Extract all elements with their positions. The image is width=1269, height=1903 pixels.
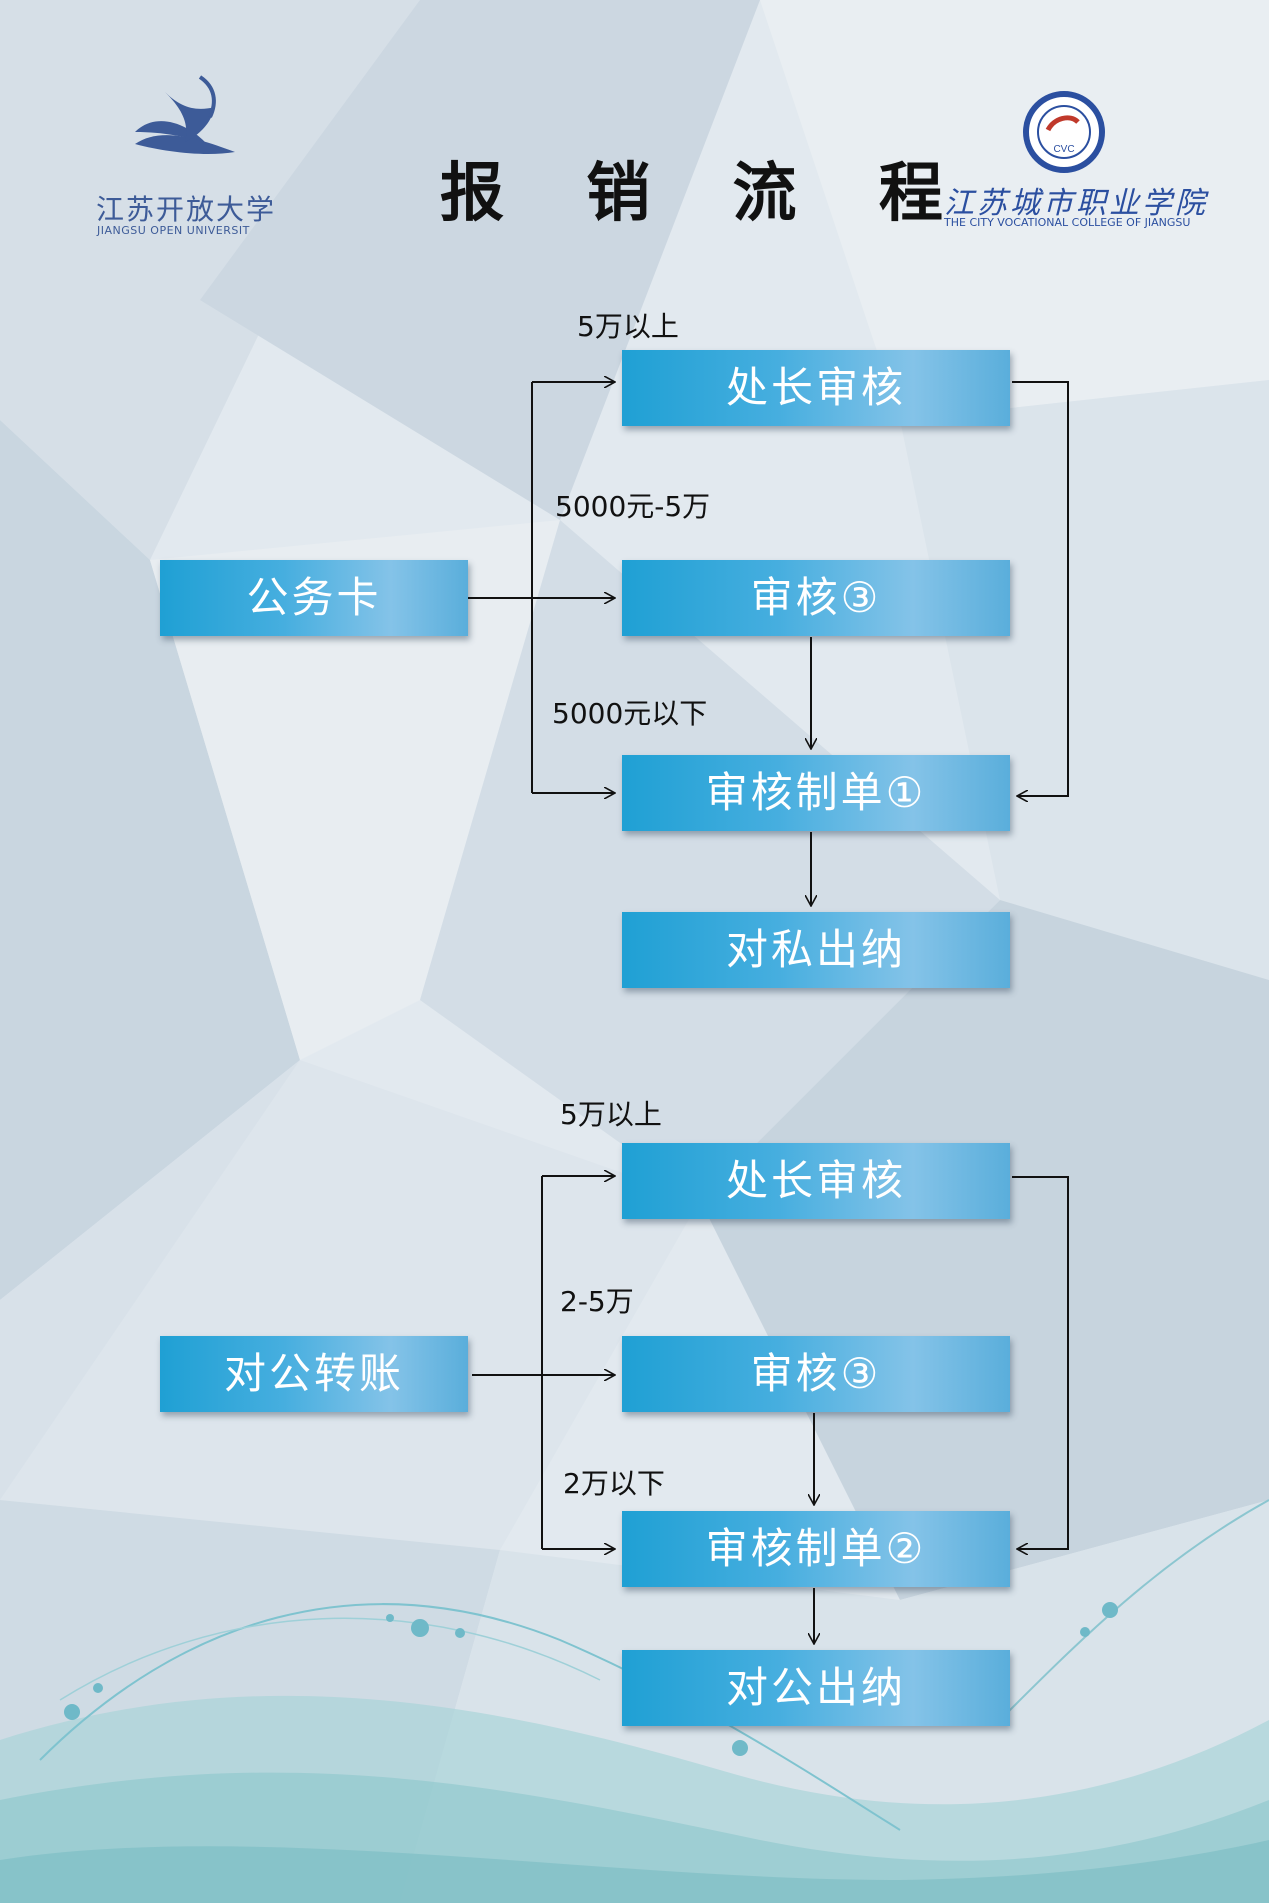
flow2-label-bottom: 2万以下 bbox=[563, 1467, 665, 1500]
flow1-label-bottom: 5000元以下 bbox=[552, 697, 708, 730]
flow2-label-top: 5万以上 bbox=[560, 1098, 662, 1131]
flow2-cashier-box: 对公出纳 bbox=[622, 1650, 1010, 1726]
open-university-emblem-icon bbox=[135, 75, 235, 155]
page-title: 报 销 流 程 bbox=[440, 157, 973, 231]
flow2-source-box: 对公转账 bbox=[160, 1336, 468, 1412]
flow1-review-box: 审核③ bbox=[622, 560, 1010, 636]
city-college-emblem-icon: CVC bbox=[1023, 91, 1105, 173]
badge-text: CVC bbox=[1053, 144, 1074, 155]
right-logo-cn: 江苏城市职业学院 bbox=[944, 186, 1208, 221]
right-logo-en: THE CITY VOCATIONAL COLLEGE OF JIANGSU bbox=[944, 216, 1191, 229]
flow1-source-box: 公务卡 bbox=[160, 560, 468, 636]
flow1-make-voucher-box: 审核制单① bbox=[622, 755, 1010, 831]
flow1-cashier-box: 对私出纳 bbox=[622, 912, 1010, 988]
left-logo-en: JIANGSU OPEN UNIVERSIT bbox=[97, 224, 250, 237]
flow2-make-voucher-box: 审核制单② bbox=[622, 1511, 1010, 1587]
flow1-label-top: 5万以上 bbox=[577, 310, 679, 343]
flow1-head-review-box: 处长审核 bbox=[622, 350, 1010, 426]
left-logo-cn: 江苏开放大学 bbox=[96, 193, 277, 226]
flow2-label-mid: 2-5万 bbox=[560, 1285, 634, 1318]
flow2-review-box: 审核③ bbox=[622, 1336, 1010, 1412]
flow1-label-mid: 5000元-5万 bbox=[555, 490, 711, 523]
flow2-head-review-box: 处长审核 bbox=[622, 1143, 1010, 1219]
